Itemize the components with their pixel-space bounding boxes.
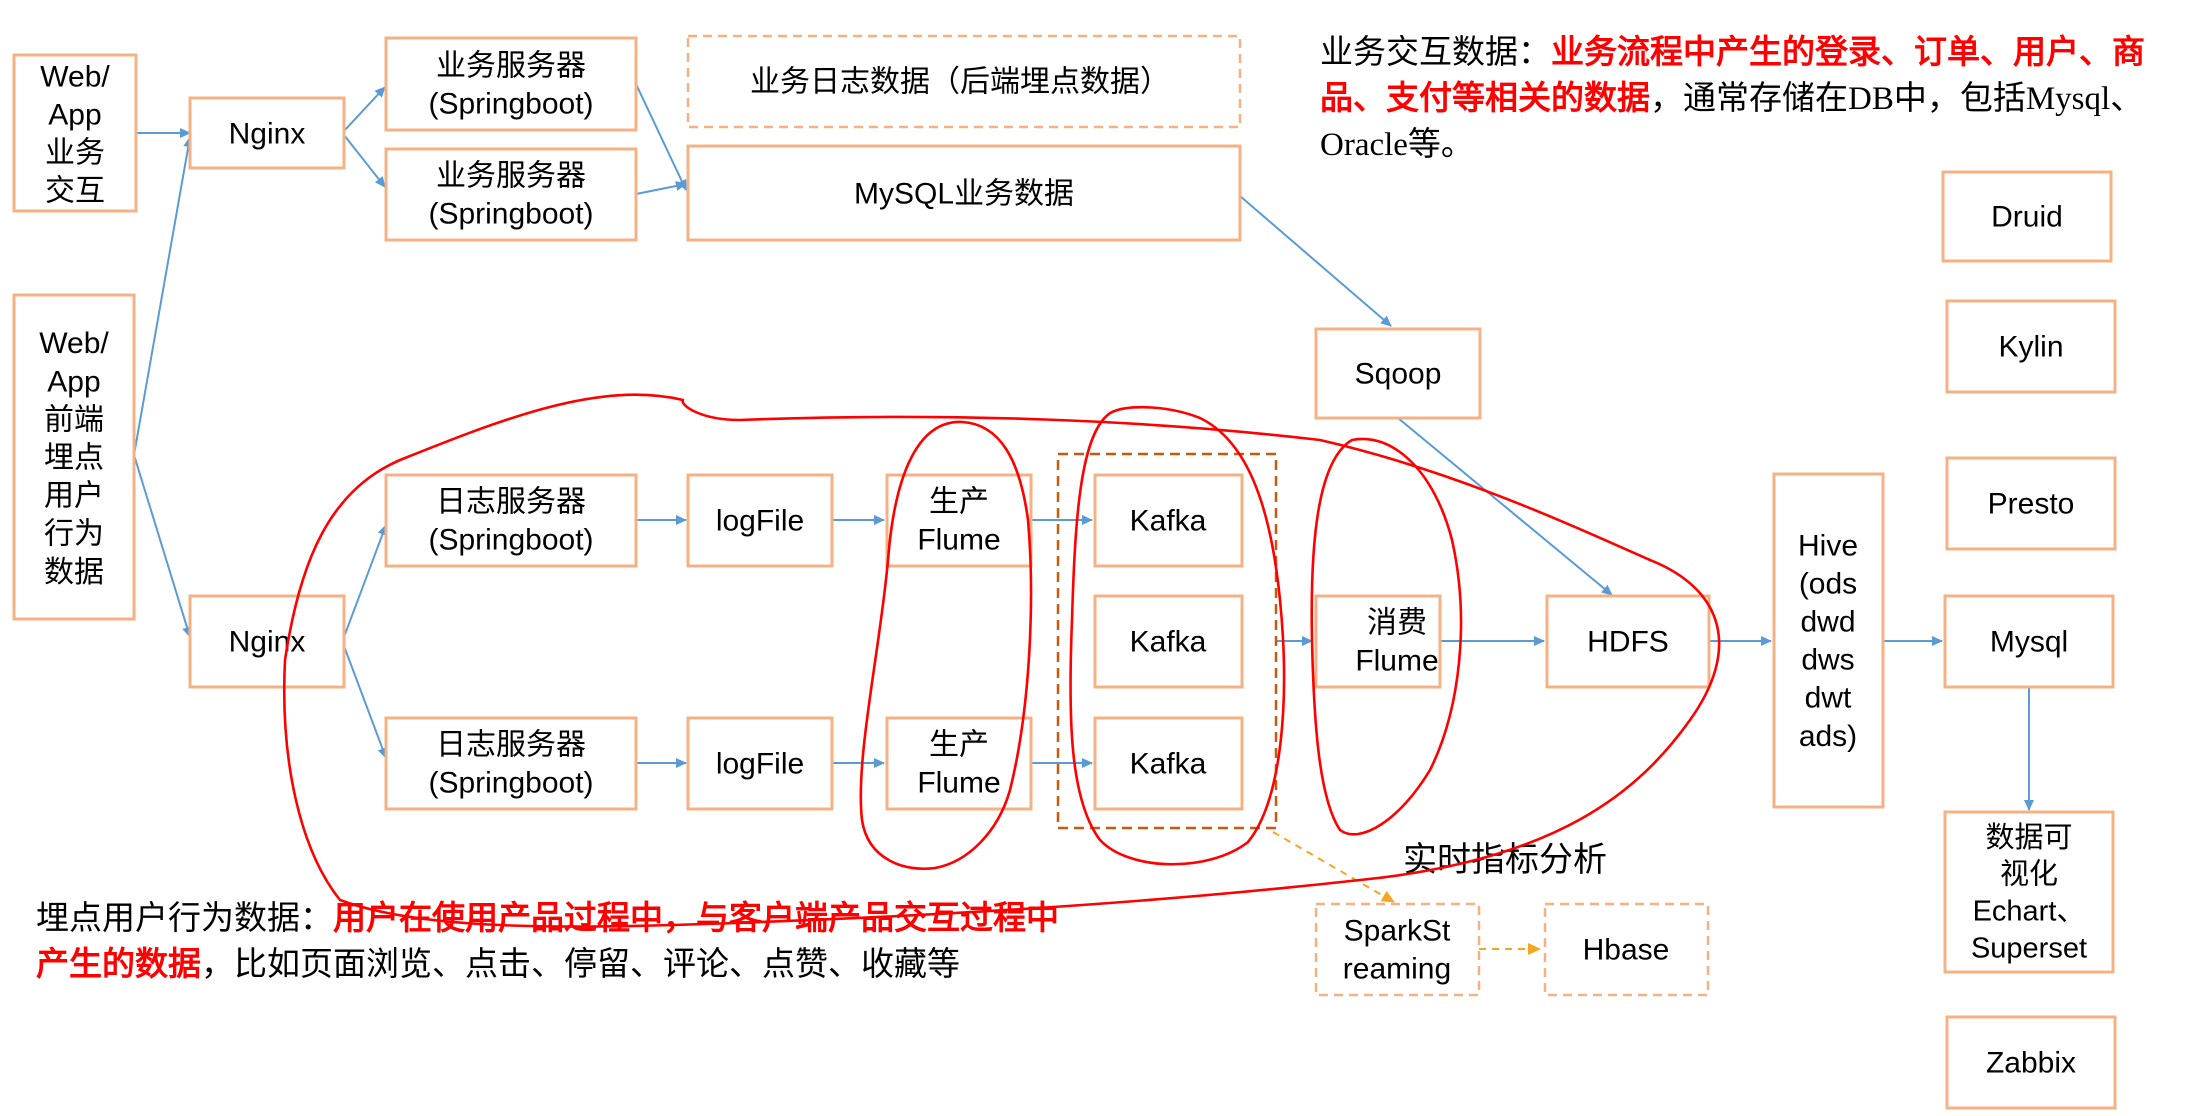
log-server-2-label: 日志服务器(Springboot) (428, 728, 593, 799)
edge-nginx-to-log-server-1 (343, 524, 388, 638)
log-server-2-box (384, 716, 638, 811)
kafka-1-box (1093, 473, 1244, 568)
biz-server-2-label: 业务服务器(Springboot) (428, 159, 593, 230)
business-data-note: 业务交互数据：业务流程中产生的登录、订单、用户、商品、支付等相关的数据，通常存储… (1320, 30, 2190, 168)
hdfs-label: HDFS (1587, 626, 1669, 659)
edge-nginx-to-biz-server-2 (343, 134, 386, 188)
mysql-biz-data-box (686, 144, 1242, 242)
mysql-result-box (1943, 594, 2115, 689)
logfile-2-box (686, 716, 834, 811)
annotation-loop-kafka (1069, 405, 1286, 866)
realtime-metrics-label: 实时指标分析 (1403, 841, 1607, 879)
nginx-bottom-label: Nginx (229, 626, 306, 659)
sqoop-label: Sqoop (1355, 358, 1442, 391)
nginx-top-label: Nginx (229, 118, 306, 151)
web-app-tracking-box (12, 293, 136, 621)
biz-log-data-box (686, 34, 1242, 129)
log-server-1-box (384, 473, 638, 568)
druid-box (1941, 170, 2113, 263)
edge-biz-server-2-to-mysql (635, 181, 687, 195)
tracking-data-note-prefix: 埋点用户行为数据： (36, 901, 333, 937)
edge-mysql-to-sqoop (1239, 195, 1392, 327)
presto-label: Presto (1988, 488, 2075, 521)
producer-flume-2-box (885, 716, 1033, 811)
druid-label: Druid (1991, 201, 2063, 234)
nodes (12, 34, 2117, 1110)
kylin-box (1945, 299, 2117, 394)
mysql-biz-data-label: MySQL业务数据 (854, 178, 1074, 211)
edge-sqoop-to-hdfs (1397, 417, 1613, 596)
annotation-loop-consumer-flume (1310, 437, 1463, 836)
logfile-2-label: logFile (716, 748, 804, 781)
business-data-note-prefix: 业务交互数据： (1320, 35, 1551, 71)
logfile-1-box (686, 473, 834, 568)
hbase-label: Hbase (1583, 934, 1670, 967)
logfile-1-label: logFile (716, 505, 804, 538)
nginx-top-box (188, 96, 346, 170)
web-app-interaction-box (12, 53, 138, 213)
data-visualization-box (1943, 810, 2115, 974)
kafka-cluster-group (1056, 452, 1278, 830)
business-data-note-highlight: 业务流程中产生的登录、订单、用户、商品、支付等相关的数据 (1320, 35, 2145, 117)
biz-server-1-box (384, 36, 638, 132)
hbase-box (1543, 902, 1710, 997)
zabbix-label: Zabbix (1986, 1047, 2076, 1080)
consumer-flume-box (1314, 594, 1442, 689)
edge-nginx-to-biz-server-1 (343, 86, 386, 132)
kafka-2-box (1093, 594, 1244, 689)
annotation-loop-main (282, 393, 1721, 928)
edge-kafka-to-spark-streaming (1272, 831, 1395, 903)
kylin-label: Kylin (1998, 331, 2063, 364)
log-server-1-label: 日志服务器(Springboot) (428, 485, 593, 556)
nginx-bottom-box (188, 594, 346, 689)
edge-biz-server-1-to-mysql (635, 83, 687, 191)
mysql-result-label: Mysql (1990, 626, 2068, 659)
kafka-3-box (1093, 716, 1244, 811)
annotation-loop-producer-flume (859, 420, 1033, 870)
kafka-3-label: Kafka (1130, 748, 1207, 781)
sqoop-box (1314, 327, 1482, 420)
tracking-data-note-highlight: 用户在使用产品过程中，与客户端产品交互过程中产生的数据 (36, 901, 1059, 983)
biz-log-data-label: 业务日志数据（后端埋点数据） (750, 66, 1170, 99)
producer-flume-1-box (885, 473, 1033, 568)
handdrawn-annotations (282, 393, 1721, 928)
connectors (133, 83, 2034, 955)
biz-server-2-box (384, 147, 638, 242)
hive-box (1772, 472, 1885, 809)
business-data-note-suffix: ，通常存储在DB中，包括Mysql、Oracle等。 (1320, 81, 2144, 163)
edge-tracking-to-nginx-top (133, 136, 194, 456)
tracking-data-note: 埋点用户行为数据：用户在使用产品过程中，与客户端产品交互过程中产生的数据，比如页… (36, 896, 1076, 988)
hdfs-box (1545, 594, 1711, 689)
biz-server-1-label: 业务服务器(Springboot) (428, 49, 593, 120)
kafka-1-label: Kafka (1130, 505, 1207, 538)
spark-streaming-box (1314, 902, 1481, 997)
kafka-2-label: Kafka (1130, 626, 1207, 659)
presto-box (1945, 456, 2117, 551)
zabbix-box (1945, 1015, 2117, 1110)
edge-nginx-to-log-server-2 (343, 645, 388, 759)
tracking-data-note-suffix: ，比如页面浏览、点击、停留、评论、点赞、收藏等 (201, 947, 960, 983)
edge-tracking-to-nginx-bottom (133, 454, 192, 638)
